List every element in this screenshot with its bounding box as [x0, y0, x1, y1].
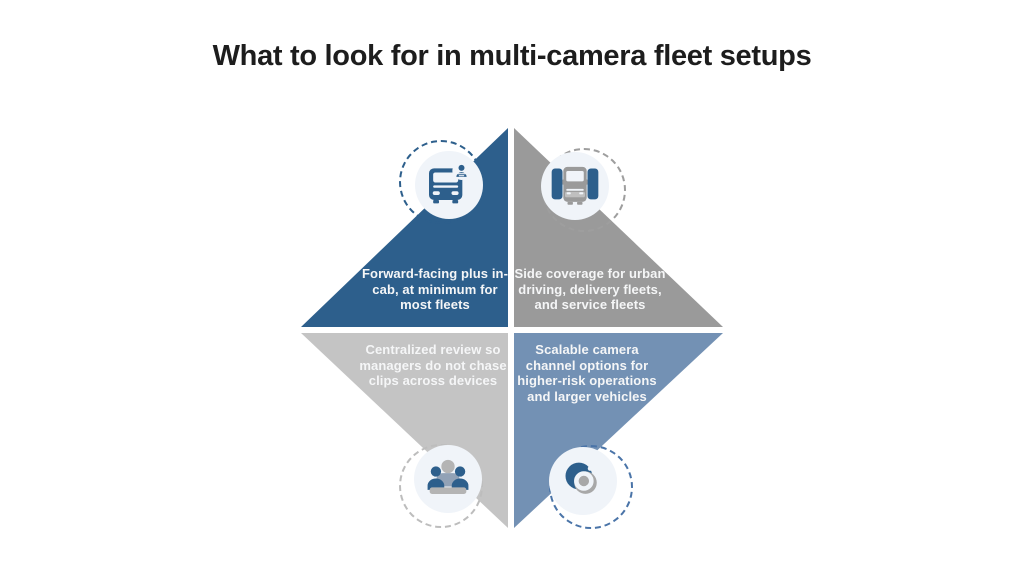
icon-medallion-bottom-right: [549, 447, 617, 515]
quadrant-label-scalable-channels: Scalable camera channel options for high…: [517, 342, 657, 404]
van-open-doors-icon: [551, 166, 599, 205]
truck-cab-driver-icon: [429, 161, 471, 204]
quadrant-label-centralized-review: Centralized review so managers do not ch…: [359, 342, 507, 388]
icon-medallion-bottom-left: [414, 445, 482, 513]
icon-medallion-top-right: [541, 152, 609, 220]
page-title: What to look for in multi-camera fleet s…: [212, 40, 812, 72]
icon-medallion-top-left: [415, 151, 483, 219]
camera-lens-icon: [565, 462, 597, 494]
quadrant-label-forward-facing: Forward-facing plus in- cab, at minimum …: [361, 266, 509, 312]
people-group-icon: [427, 459, 469, 494]
quadrant-label-side-coverage: Side coverage for urban driving, deliver…: [514, 266, 666, 312]
